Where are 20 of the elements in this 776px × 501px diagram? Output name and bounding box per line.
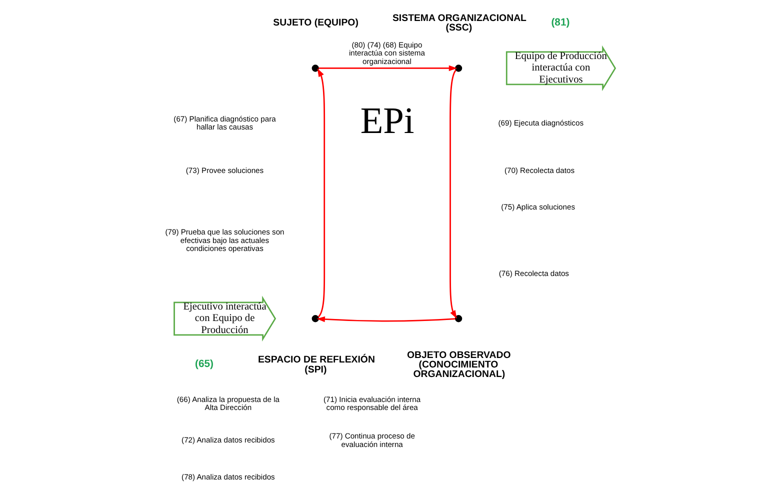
edge-label: (80) (74) (68) Equipo interactúa con sistema organizacional xyxy=(348,40,425,66)
label: (67) Planifica diagnóstico para hallar las causas xyxy=(174,114,276,132)
label: OBJETO OBSERVADO (CONOCIMIENTO ORGANIZACIONAL) xyxy=(407,350,511,380)
label: SISTEMA ORGANIZACIONAL (SSC) xyxy=(392,12,526,34)
label: (66) Analiza la propuesta de la Alta Dirección xyxy=(176,394,280,412)
label: (70) Recolecta datos xyxy=(504,166,575,175)
label: EPi xyxy=(360,101,414,142)
label: (73) Provee soluciones xyxy=(186,166,264,175)
label: (75) Aplica soluciones xyxy=(501,202,576,212)
label: (71) Inicia evaluación interna como responsable del área xyxy=(324,394,421,412)
node-label: (81) xyxy=(551,17,570,28)
label: ESPACIO DE REFLEXIÓN (SPI) xyxy=(258,354,375,376)
label: (76) Recolecta datos xyxy=(498,268,569,278)
label: (69) Ejecuta diagnósticos xyxy=(498,118,584,128)
node-label: (65) xyxy=(195,359,214,370)
label: (78) Analiza datos recibidos xyxy=(182,472,275,482)
label: (77) Continua proceso de evaluación interna xyxy=(329,432,415,449)
label: (72) Analiza datos recibidos xyxy=(182,436,275,445)
label: SUJETO (EQUIPO) xyxy=(273,17,358,28)
label: (79) Prueba que las soluciones son efectivas bajo las actuales condiciones operativas xyxy=(165,227,284,254)
